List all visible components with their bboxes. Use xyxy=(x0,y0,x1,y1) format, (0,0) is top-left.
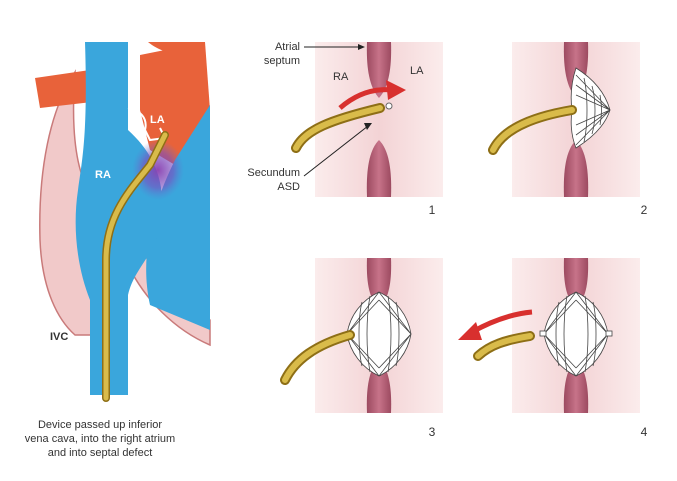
label-la: LA xyxy=(150,114,165,126)
step-panel-3: 3 xyxy=(285,258,443,439)
heart-overview: LA RA IVC Device passed up inferior vena… xyxy=(25,42,210,459)
label-ra: RA xyxy=(95,169,111,181)
step-number-3: 3 xyxy=(429,425,436,439)
step-panel-4: 4 xyxy=(458,258,648,439)
step-number-4: 4 xyxy=(641,425,648,439)
pulmonary-vein-left xyxy=(35,70,92,108)
step-number-1: 1 xyxy=(429,203,436,217)
panel-4-red-arrowhead xyxy=(458,322,482,340)
step-panel-1: RA LA Atrial septum Secundum ASD 1 xyxy=(247,41,443,217)
step-number-2: 2 xyxy=(641,203,648,217)
atrial-septum-label-1: Atrial xyxy=(275,41,300,53)
step-panel-2: 2 xyxy=(493,42,648,217)
caption-line-2: vena cava, into the right atrium xyxy=(25,433,175,445)
label-ivc: IVC xyxy=(50,331,68,343)
panel-1-ra-label: RA xyxy=(333,71,349,83)
panel-1-la-label: LA xyxy=(410,65,424,77)
atrial-septum-label-2: septum xyxy=(264,55,300,67)
secundum-asd-label-1: Secundum xyxy=(247,167,300,179)
caption-line-1: Device passed up inferior xyxy=(38,419,162,431)
panel-1-device-tip xyxy=(386,103,392,109)
secundum-asd-label-2: ASD xyxy=(277,181,300,193)
caption-line-3: and into septal defect xyxy=(48,447,153,459)
